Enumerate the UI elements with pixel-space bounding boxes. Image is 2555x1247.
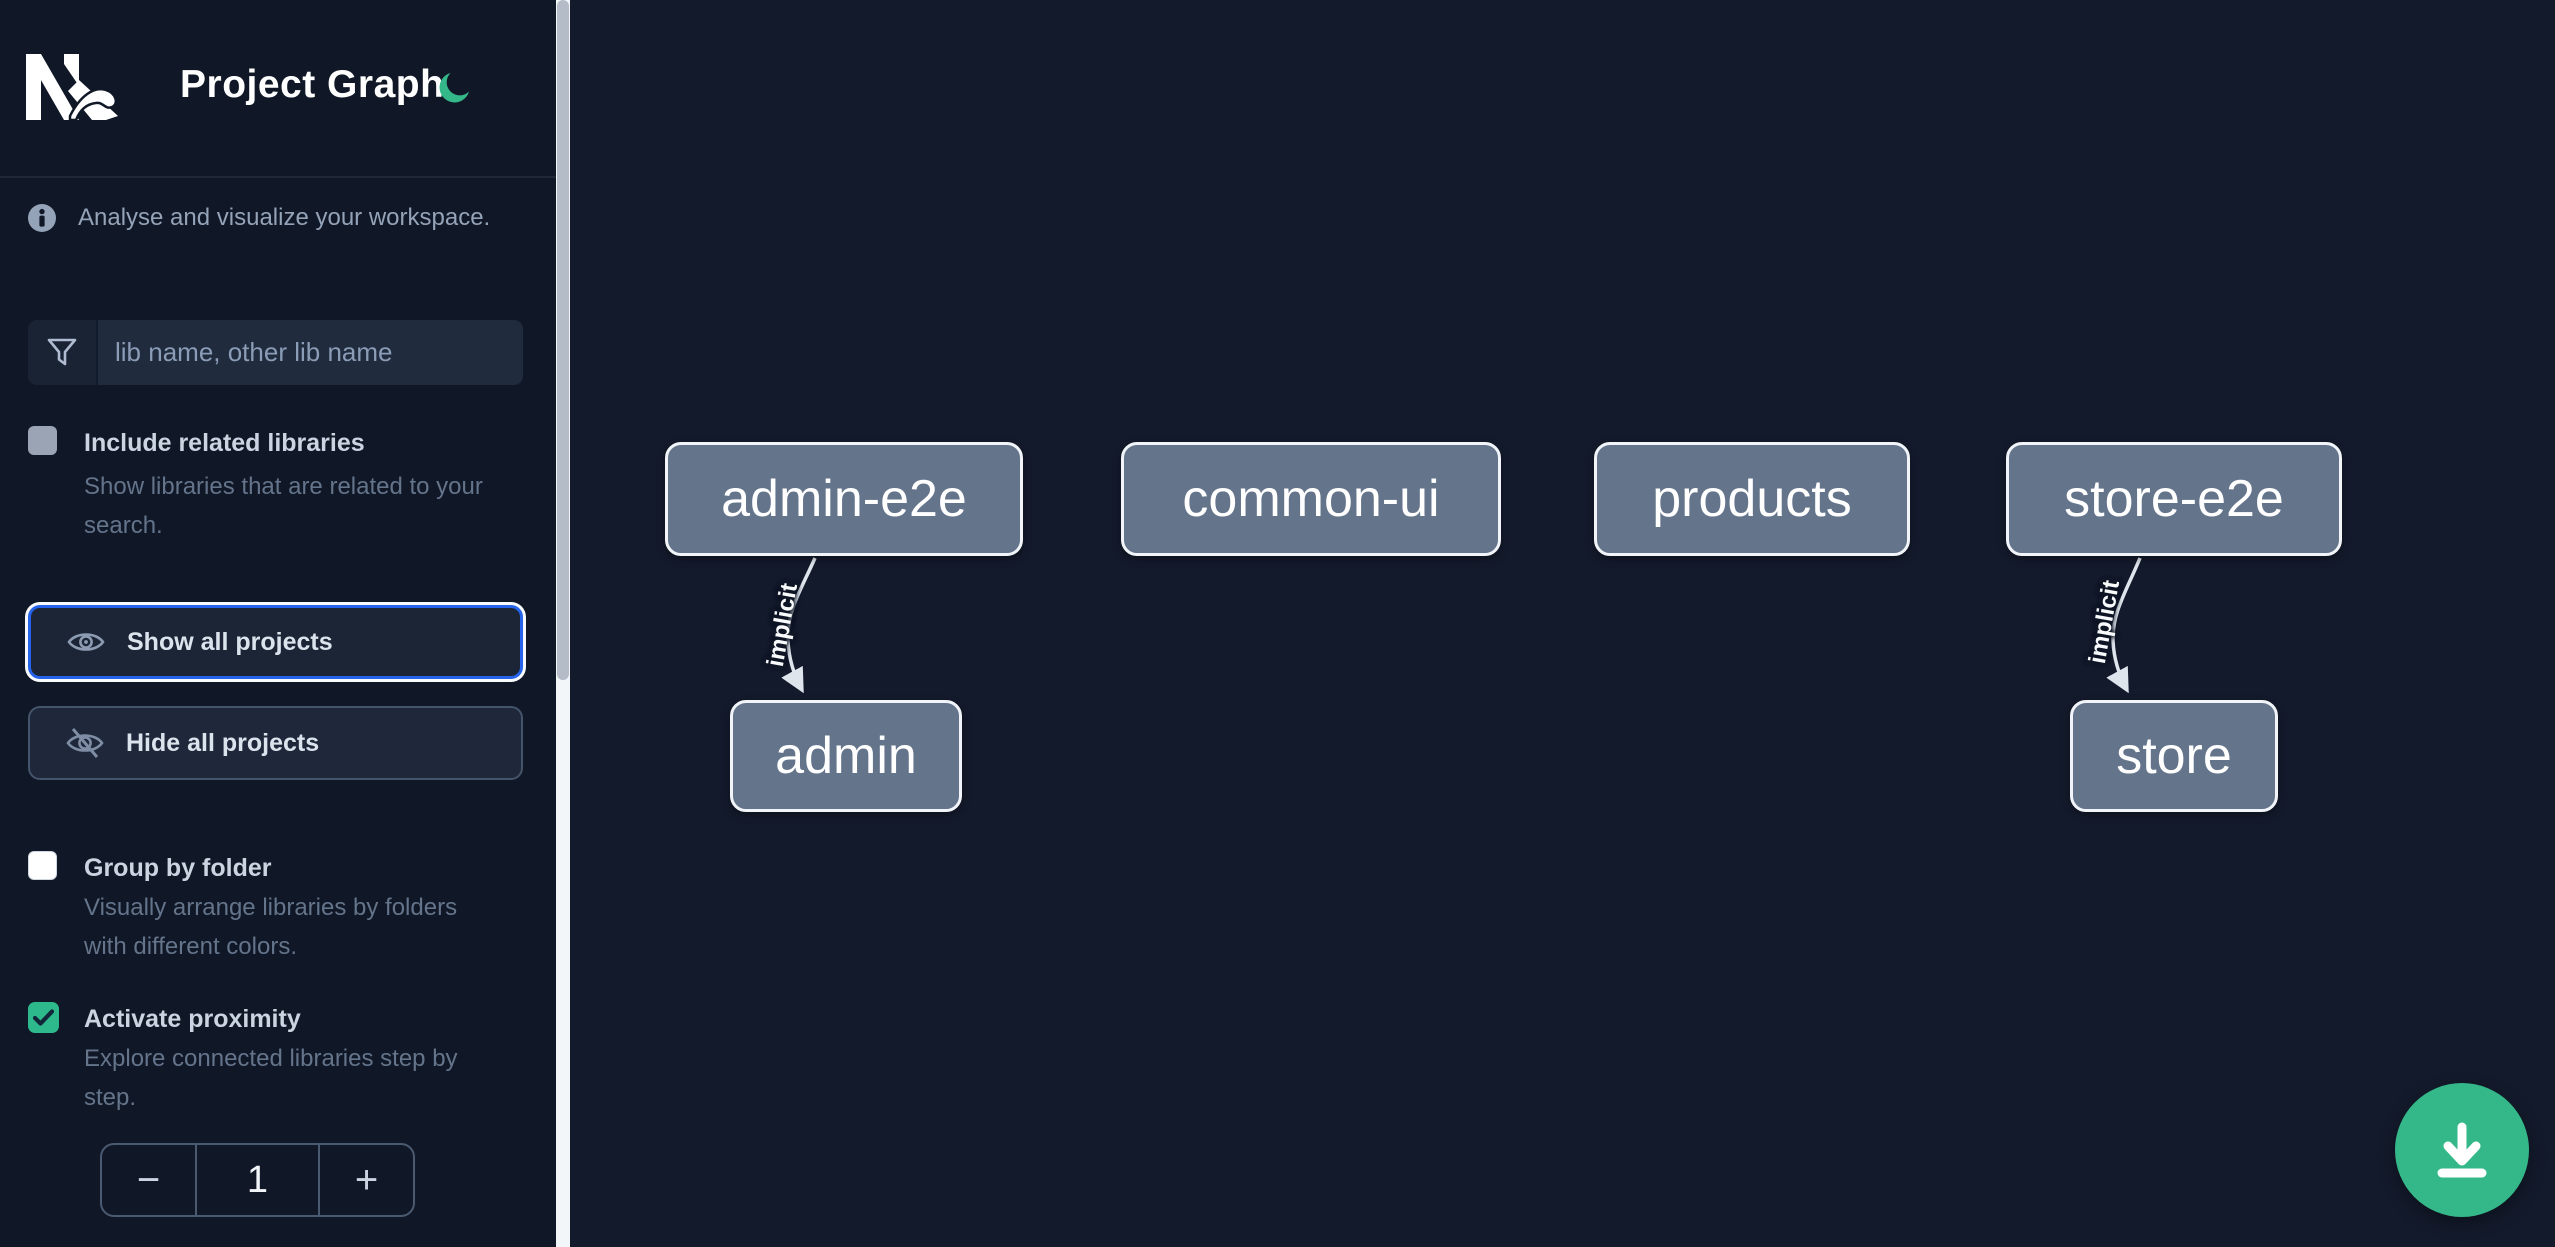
funnel-filter-icon — [47, 338, 77, 365]
stepper-value: 1 — [195, 1145, 320, 1215]
download-graph-button[interactable] — [2395, 1083, 2529, 1217]
moon-icon — [439, 73, 469, 103]
filter-icon-cell — [28, 320, 98, 385]
show-all-projects-label: Show all projects — [127, 627, 333, 656]
eye-icon — [67, 633, 105, 651]
checkbox-activate-proximity[interactable] — [28, 1002, 59, 1033]
info-icon — [28, 204, 56, 232]
hide-all-projects-label: Hide all projects — [126, 728, 320, 757]
theme-toggle-button[interactable] — [436, 70, 472, 106]
search-box — [28, 320, 523, 385]
show-all-projects-button[interactable]: Show all projects — [28, 605, 523, 679]
sidebar-header: Project Graph — [0, 0, 556, 178]
proximity-stepper: − 1 + — [100, 1143, 415, 1217]
option-label: Group by folder — [84, 854, 272, 882]
option-label: Activate proximity — [84, 1005, 301, 1033]
graph-edges — [781, 557, 2142, 694]
nx-logo — [26, 54, 118, 120]
graph-node-store-e2e[interactable]: store-e2e — [2006, 442, 2342, 556]
stepper-increment-button[interactable]: + — [320, 1145, 413, 1215]
graph-node-store[interactable]: store — [2070, 700, 2278, 812]
workspace-info: Analyse and visualize your workspace. — [28, 204, 490, 232]
eye-off-icon — [66, 728, 104, 758]
sidebar: Project Graph Analyse and visualize your… — [0, 0, 556, 1247]
sidebar-scrollbar-thumb[interactable] — [557, 0, 569, 680]
edge-admin-e2e-admin — [781, 557, 817, 694]
edge-store-e2e-store — [2106, 557, 2142, 694]
checkbox-include-related-libraries[interactable] — [28, 426, 57, 455]
graph-node-admin[interactable]: admin — [730, 700, 962, 812]
stepper-decrement-button[interactable]: − — [102, 1145, 195, 1215]
nx-snake-head — [68, 87, 118, 120]
hide-all-projects-button[interactable]: Hide all projects — [28, 706, 523, 780]
graph-node-admin-e2e[interactable]: admin-e2e — [665, 442, 1023, 556]
checkmark-icon — [33, 1009, 54, 1026]
option-description: Explore connected libraries step by step… — [84, 1045, 458, 1111]
option-label: Include related libraries — [84, 429, 365, 457]
option-description: Visually arrange libraries by folders wi… — [84, 894, 458, 960]
page-title: Project Graph — [180, 63, 445, 106]
project-graph-canvas[interactable]: implicit implicit admin-e2e common-ui pr… — [570, 0, 2555, 1247]
checkbox-group-by-folder[interactable] — [28, 851, 57, 880]
option-description: Show libraries that are related to your … — [84, 473, 483, 539]
download-icon — [2437, 1122, 2487, 1178]
info-text: Analyse and visualize your workspace. — [78, 204, 491, 231]
graph-node-common-ui[interactable]: common-ui — [1121, 442, 1501, 556]
graph-node-products[interactable]: products — [1594, 442, 1910, 556]
search-input[interactable] — [98, 320, 523, 385]
